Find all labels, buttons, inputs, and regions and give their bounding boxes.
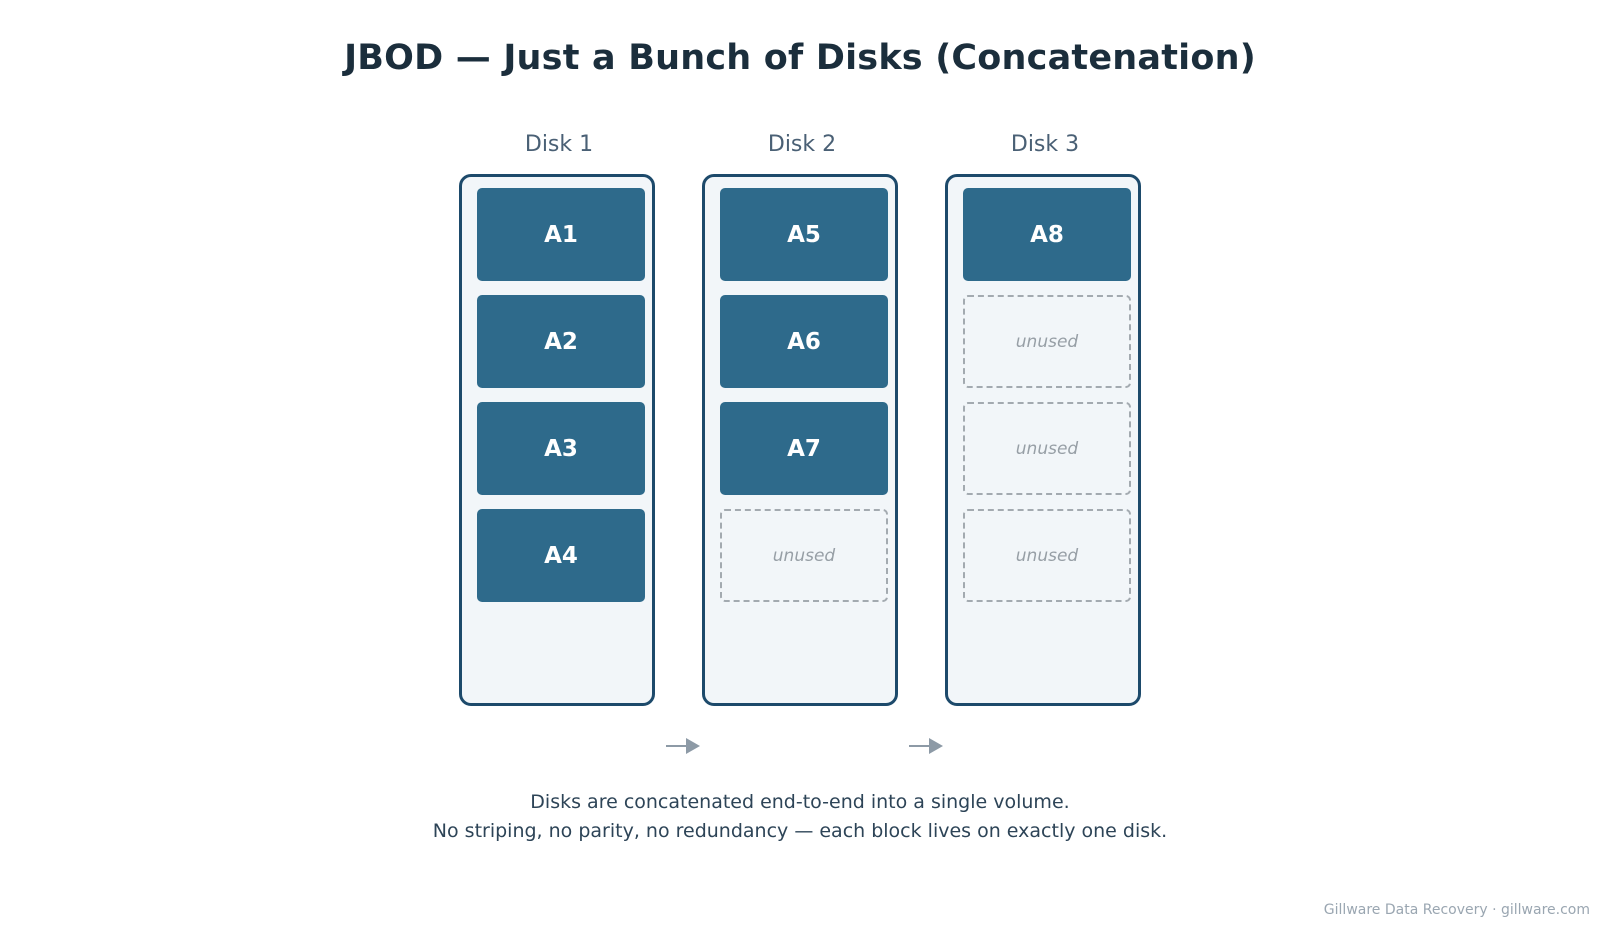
disk-3: A8 unused unused unused: [945, 174, 1141, 706]
disk-2-label: Disk 2: [767, 132, 837, 157]
block-unused: unused: [720, 509, 888, 602]
block-unused: unused: [963, 402, 1131, 495]
block-unused: unused: [963, 295, 1131, 388]
disk-1-label: Disk 1: [524, 132, 594, 157]
block-a6: A6: [720, 295, 888, 388]
caption-line-2: No striping, no parity, no redundancy — …: [432, 820, 1168, 842]
disk-1: A1 A2 A3 A4: [459, 174, 655, 706]
caption-line-1: Disks are concatenated end-to-end into a…: [530, 791, 1070, 813]
watermark: Gillware Data Recovery · gillware.com: [1323, 902, 1590, 918]
arrow-right-icon: [666, 738, 700, 754]
disk-2: A5 A6 A7 unused: [702, 174, 898, 706]
diagram-title: JBOD — Just a Bunch of Disks (Concatenat…: [344, 38, 1256, 78]
block-a8: A8: [963, 188, 1131, 281]
block-a7: A7: [720, 402, 888, 495]
disk-3-label: Disk 3: [1010, 132, 1080, 157]
block-unused: unused: [963, 509, 1131, 602]
block-a5: A5: [720, 188, 888, 281]
block-a4: A4: [477, 509, 645, 602]
block-a2: A2: [477, 295, 645, 388]
block-a1: A1: [477, 188, 645, 281]
block-a3: A3: [477, 402, 645, 495]
arrow-right-icon: [909, 738, 943, 754]
